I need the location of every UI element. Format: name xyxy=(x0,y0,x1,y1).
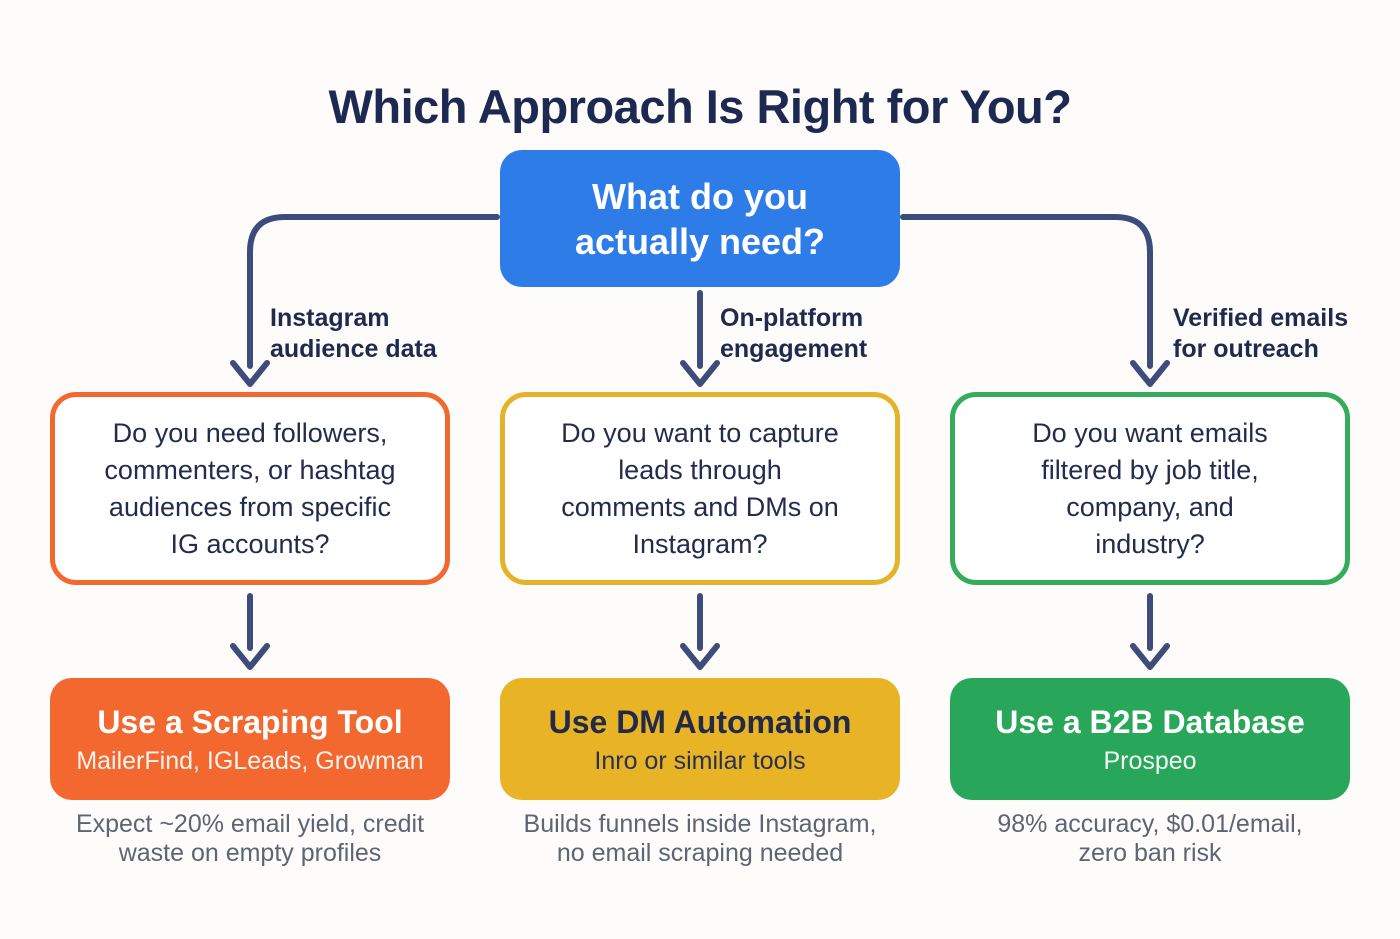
root-question-line-2: actually need? xyxy=(574,220,826,262)
question-node-dm-automation: Do you want to capture leads through com… xyxy=(500,392,900,585)
root-question-line-1: What do you xyxy=(592,175,808,217)
branch-label-line: Instagram xyxy=(270,304,390,332)
question-line: Do you need followers, xyxy=(112,417,388,448)
caption-scraping: Expect ~20% email yield, credit waste on… xyxy=(50,810,450,868)
caption-line: 98% accuracy, $0.01/email, xyxy=(997,810,1303,838)
question-node-scraping: Do you need followers, commenters, or ha… xyxy=(50,392,450,585)
branch-label-line: engagement xyxy=(720,335,868,363)
arrowhead-column-2 xyxy=(680,643,720,670)
question-line: IG accounts? xyxy=(170,528,330,559)
branch-label-line: On-platform xyxy=(720,304,864,332)
result-subtitle: Prospeo xyxy=(1103,746,1197,775)
question-line: audiences from specific xyxy=(108,491,392,522)
result-node-dm-automation: Use DM Automation Inro or similar tools xyxy=(500,678,900,800)
caption-line: Builds funnels inside Instagram, xyxy=(523,810,877,838)
branch-label-line: Verified emails xyxy=(1173,304,1349,332)
caption-b2b-database: 98% accuracy, $0.01/email, zero ban risk xyxy=(950,810,1350,868)
branch-label-b2b-database: Verified emails for outreach xyxy=(1173,303,1348,365)
arrowhead-middle xyxy=(680,360,720,387)
branch-label-line: audience data xyxy=(270,335,437,363)
branch-label-dm-automation: On-platform engagement xyxy=(720,303,867,365)
caption-line: no email scraping needed xyxy=(556,839,844,867)
question-line: commenters, or hashtag xyxy=(104,454,396,485)
arrowhead-column-3 xyxy=(1130,643,1170,670)
result-subtitle: MailerFind, IGLeads, Growman xyxy=(76,746,424,775)
result-node-scraping: Use a Scraping Tool MailerFind, IGLeads,… xyxy=(50,678,450,800)
result-node-b2b-database: Use a B2B Database Prospeo xyxy=(950,678,1350,800)
question-line: Do you want to capture xyxy=(561,417,839,448)
question-line: industry? xyxy=(1095,528,1205,559)
caption-line: Expect ~20% email yield, credit xyxy=(75,810,425,838)
arrowhead-right xyxy=(1130,360,1170,387)
result-title: Use a B2B Database xyxy=(995,703,1305,740)
result-title: Use a Scraping Tool xyxy=(97,703,403,740)
root-question-node: What do you actually need? xyxy=(500,150,900,287)
page-title: Which Approach Is Right for You? xyxy=(328,80,1072,134)
question-line: filtered by job title, xyxy=(1041,454,1259,485)
question-node-b2b-database: Do you want emails filtered by job title… xyxy=(950,392,1350,585)
result-title: Use DM Automation xyxy=(548,703,852,740)
connector-elbow-right xyxy=(900,214,1153,369)
arrowhead-column-1 xyxy=(230,643,270,670)
caption-line: zero ban risk xyxy=(1078,839,1222,867)
branch-label-line: for outreach xyxy=(1173,335,1319,363)
question-line: Do you want emails xyxy=(1032,417,1268,448)
question-line: Instagram? xyxy=(632,528,768,559)
result-subtitle: Inro or similar tools xyxy=(594,746,806,775)
branch-label-scraping: Instagram audience data xyxy=(270,303,437,365)
arrowhead-left xyxy=(230,360,270,387)
caption-line: waste on empty profiles xyxy=(118,839,382,867)
question-line: company, and xyxy=(1066,491,1234,522)
question-line: comments and DMs on xyxy=(561,491,839,522)
question-line: leads through xyxy=(618,454,782,485)
caption-dm-automation: Builds funnels inside Instagram, no emai… xyxy=(500,810,900,868)
